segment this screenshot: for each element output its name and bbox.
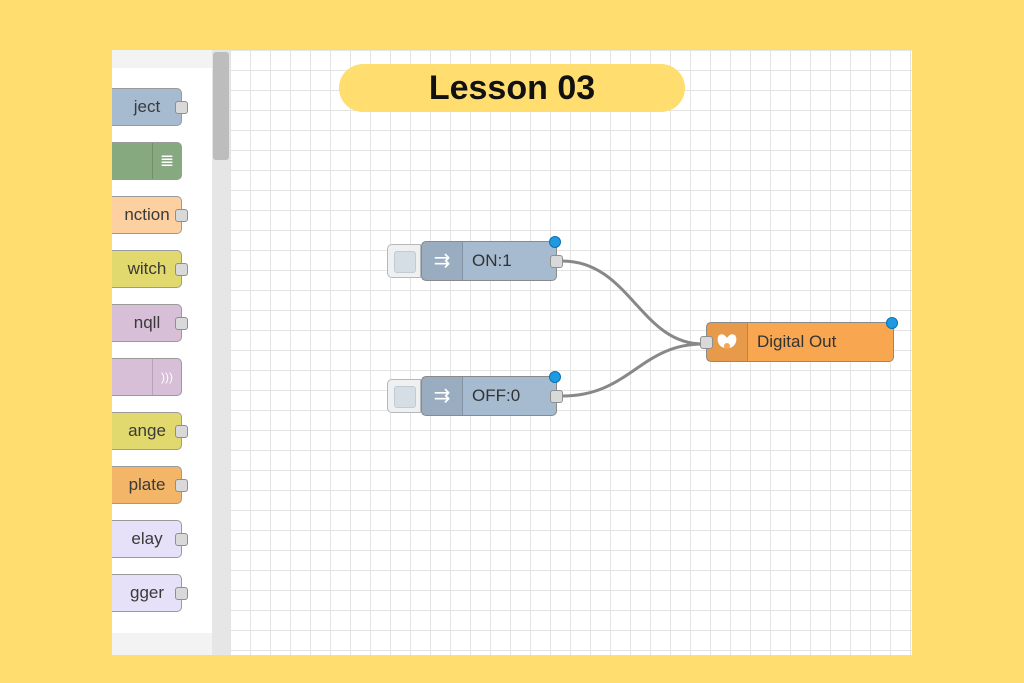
output-port (175, 209, 188, 222)
output-port (175, 263, 188, 276)
raspberry-icon (707, 323, 748, 361)
node-label: OFF:0 (472, 386, 521, 405)
palette-node-trigger[interactable]: gger (112, 574, 188, 612)
output-port (175, 101, 188, 114)
arrow-in-icon: ⇉ (422, 377, 463, 415)
output-port[interactable] (550, 390, 563, 403)
palette-node-delay[interactable]: elay (112, 520, 188, 558)
flow-workspace[interactable] (230, 50, 912, 655)
palette-node-inject[interactable]: ject (112, 88, 188, 126)
output-port (175, 425, 188, 438)
changed-indicator (886, 317, 898, 329)
broadcast-icon: ))) (152, 359, 181, 395)
digital-out-node[interactable]: Digital Out (700, 317, 898, 362)
palette-scrollbar[interactable] (212, 50, 230, 655)
palette-node-mqtt-out[interactable]: ))) (112, 358, 182, 396)
output-port (175, 317, 188, 330)
debug-list-icon: ≣ (152, 143, 181, 179)
changed-indicator (549, 371, 561, 383)
palette-node-label: ject (133, 97, 161, 116)
inject-button-square (394, 386, 416, 408)
arrow-in-icon: ⇉ (422, 242, 463, 280)
node-label: ON:1 (472, 251, 512, 270)
palette-node-label: plate (128, 475, 166, 494)
palette-list: ject ≣ nction witch nqll ))) (112, 68, 213, 633)
output-port (175, 587, 188, 600)
node-palette: ject ≣ nction witch nqll ))) (112, 50, 230, 655)
node-label: Digital Out (757, 332, 837, 351)
palette-node-template[interactable]: plate (112, 466, 188, 504)
changed-indicator (549, 236, 561, 248)
palette-node-function[interactable]: nction (112, 196, 188, 234)
palette-node-label: gger (129, 583, 165, 602)
editor-window: ject ≣ nction witch nqll ))) (112, 50, 912, 655)
inject-trigger-button[interactable] (387, 379, 421, 413)
output-port (175, 479, 188, 492)
palette-node-label: nction (124, 205, 170, 224)
inject-node-off[interactable]: ⇉ OFF:0 (387, 371, 563, 416)
wire-on-to-digital-out[interactable] (561, 259, 704, 346)
inject-node-on[interactable]: ⇉ ON:1 (387, 236, 563, 281)
palette-node-label: witch (127, 259, 167, 278)
input-port[interactable] (700, 336, 713, 349)
palette-node-label: nqll (133, 313, 161, 332)
lesson-title-banner: Lesson 03 (339, 64, 685, 112)
palette-node-label: elay (131, 529, 163, 548)
wire-off-to-digital-out[interactable] (561, 342, 704, 398)
inject-button-square (394, 251, 416, 273)
palette-node-change[interactable]: ange (112, 412, 188, 450)
inject-trigger-button[interactable] (387, 244, 421, 278)
scrollbar-thumb[interactable] (213, 52, 229, 160)
palette-node-label: ange (128, 421, 166, 440)
palette-node-mqtt-in[interactable]: nqll (112, 304, 188, 342)
palette-node-debug[interactable]: ≣ (112, 142, 182, 180)
output-port (175, 533, 188, 546)
palette-node-switch[interactable]: witch (112, 250, 188, 288)
output-port[interactable] (550, 255, 563, 268)
